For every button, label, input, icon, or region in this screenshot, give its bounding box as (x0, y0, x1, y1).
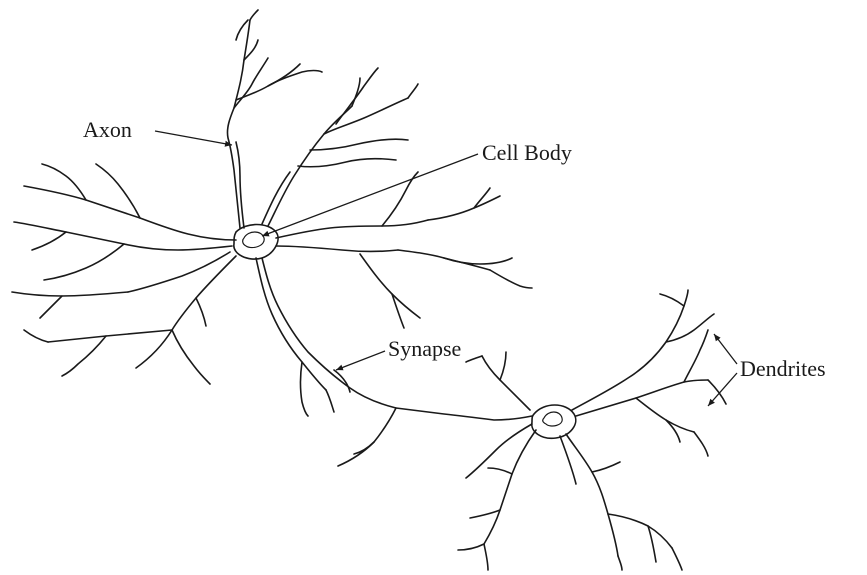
dendrites-leader-bottom (708, 373, 737, 406)
neuron-2-nucleus (543, 412, 563, 426)
dendrites-label: Dendrites (740, 358, 826, 380)
dendrites-leader-top (714, 334, 737, 364)
cell-body-leader (262, 154, 478, 236)
axon-leader (155, 131, 232, 145)
neuron-1 (12, 10, 532, 384)
synapse-leader (336, 351, 385, 370)
neuron-1-nucleus (243, 232, 265, 248)
axon-label: Axon (83, 119, 132, 141)
synapse-label: Synapse (388, 338, 461, 360)
cell-body-label: Cell Body (482, 142, 572, 164)
neuron-2-soma (532, 405, 576, 438)
neuron-2 (256, 258, 726, 570)
neuron-1-axon (227, 20, 250, 228)
neuron-1-soma (234, 225, 278, 260)
